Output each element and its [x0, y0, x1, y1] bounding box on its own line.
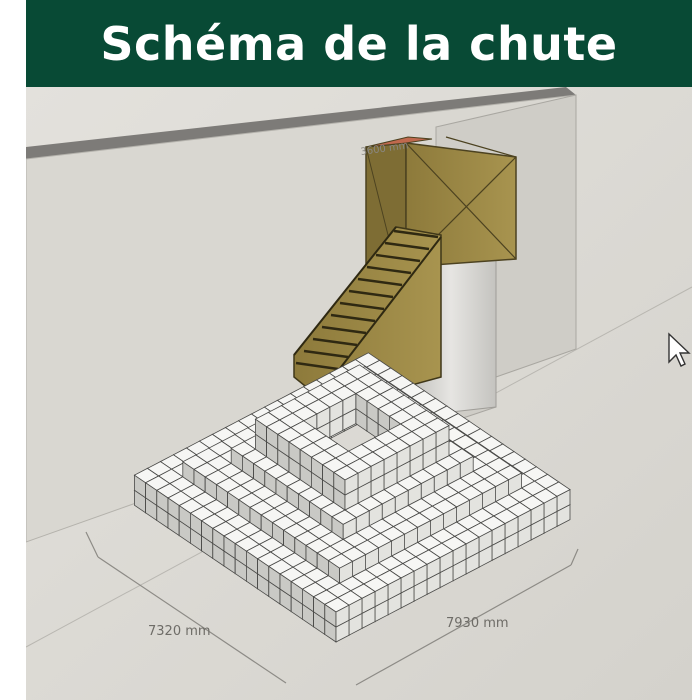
page-title: Schéma de la chute [100, 16, 618, 71]
block-front-face [335, 604, 350, 628]
base-left-dimension: 7320 mm [148, 624, 211, 639]
staircase [293, 226, 442, 408]
dimension-lines [85, 531, 579, 686]
tower-top [365, 136, 433, 148]
fall-diagram: 3600 mm [26, 87, 692, 700]
back-wall-top [26, 87, 576, 159]
block-landing-pile [133, 352, 571, 643]
title-bar: Schéma de la chute [26, 0, 692, 87]
block-front-face [344, 472, 359, 496]
base-right-dimension: 7930 mm [446, 616, 509, 631]
mouse-pointer-icon [668, 332, 691, 367]
stair-treads [295, 229, 439, 371]
block-front-face [339, 560, 354, 584]
block-front-face [342, 516, 357, 541]
